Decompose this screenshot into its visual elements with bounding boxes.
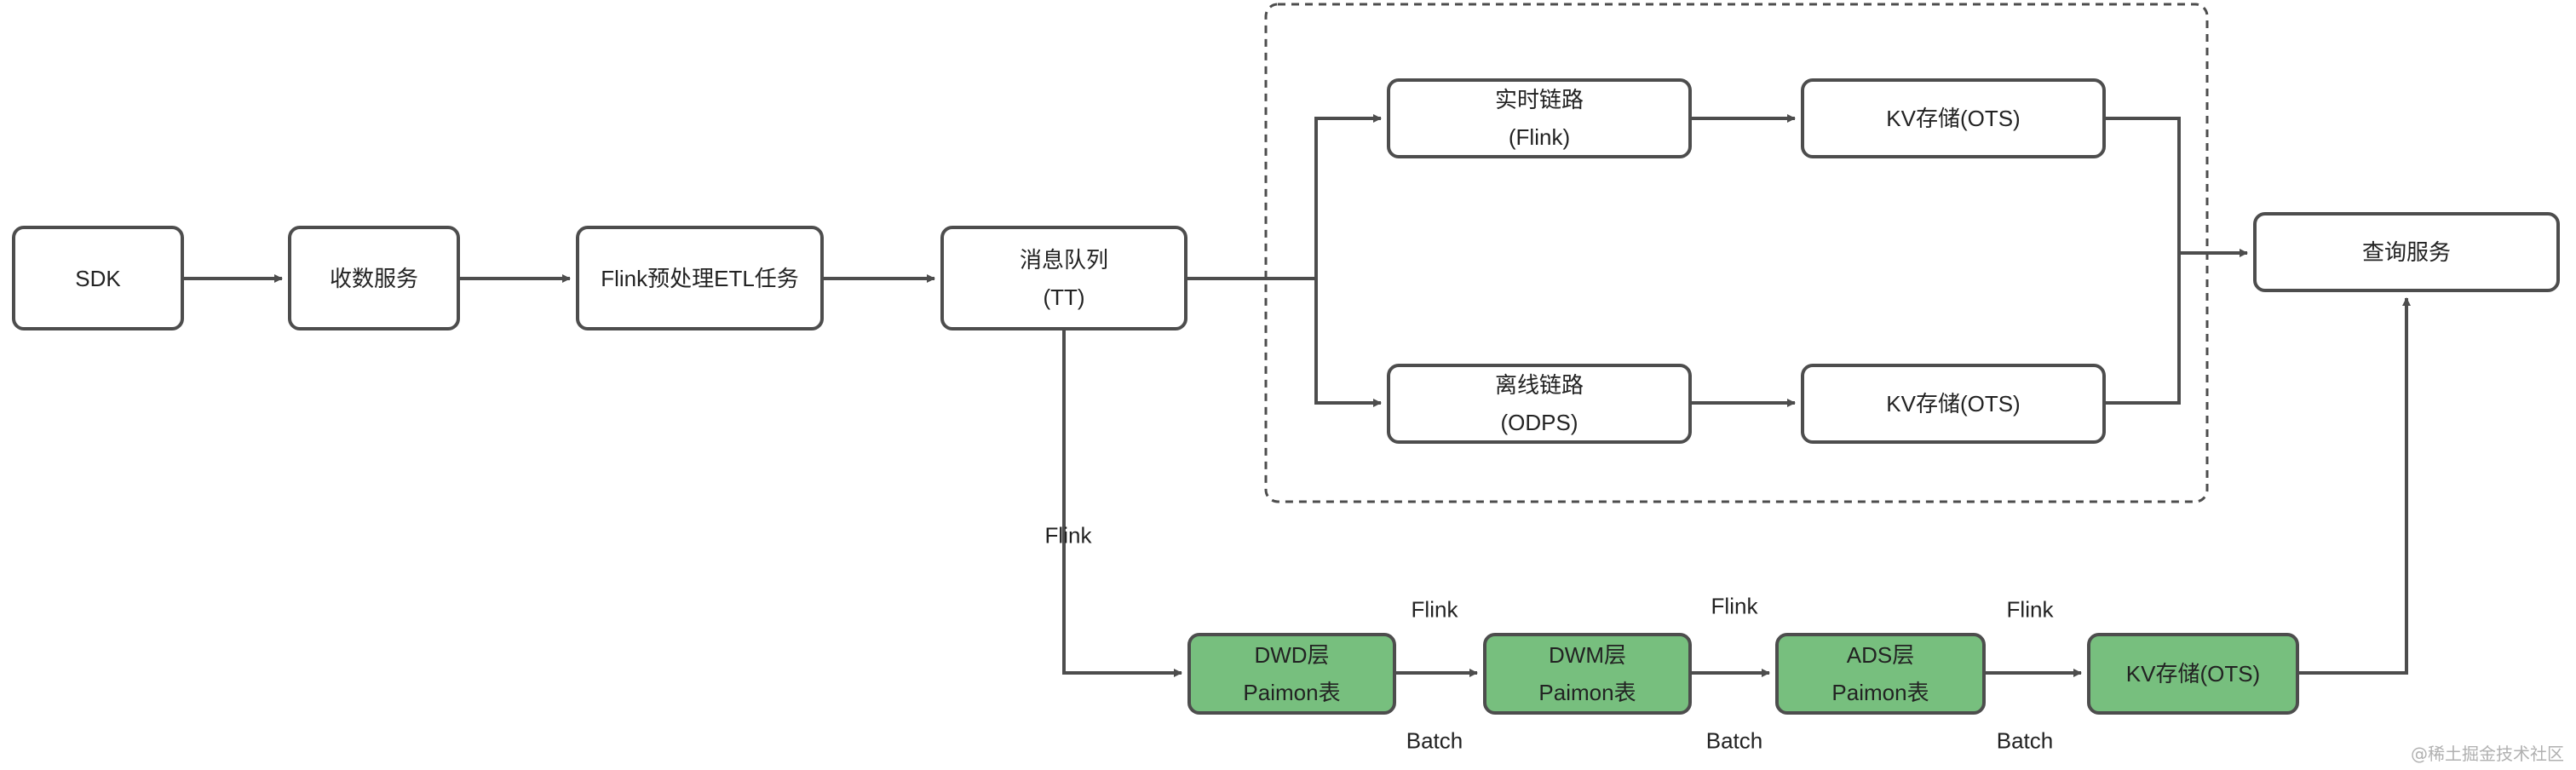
edge-label-mq-flink: Flink [1044,522,1092,549]
dwd-paimon-node: DWD层 Paimon表 [1187,633,1396,715]
dwm-paimon-node-label-0: DWM层 [1549,642,1626,668]
flink-etl-node: Flink预处理ETL任务 [576,226,824,330]
message-queue-node-label-1: (TT) [1043,284,1085,310]
kv-storage-offline-node: KV存储(OTS) [1801,364,2106,444]
edge-mq-realtime [1187,114,1382,280]
kv-storage-offline-node-label-0: KV存储(OTS) [1886,391,2021,417]
ads-paimon-node-label-1: Paimon表 [1831,680,1929,705]
edge-mq-dwd [1062,330,1182,677]
offline-pipeline-node-label-0: 离线链路 [1494,372,1584,398]
edge-kv-paimon-query [2299,297,2411,675]
offline-pipeline-node-label-1: (ODPS) [1500,410,1578,435]
edge-label-ads-flink: Flink [2006,596,2054,623]
query-service-node-label-0: 查询服务 [2361,239,2451,265]
flink-etl-node-label-0: Flink预处理ETL任务 [601,265,799,291]
edge-kv-rt-query [2106,117,2181,253]
ads-paimon-node: ADS层 Paimon表 [1775,633,1986,715]
dwd-paimon-node-label-1: Paimon表 [1243,680,1341,705]
edge-label-dwd-batch: Batch [1406,727,1463,754]
collect-service-node-label-0: 收数服务 [329,265,418,291]
sdk-node: SDK [12,226,184,330]
realtime-pipeline-node-label-1: (Flink) [1508,124,1571,150]
message-queue-node-label-0: 消息队列 [1019,246,1108,273]
edge-label-dwm-flink: Flink [1711,593,1758,619]
realtime-pipeline-node: 实时链路 (Flink) [1387,78,1692,158]
kv-storage-realtime-node-label-0: KV存储(OTS) [1886,106,2021,131]
message-queue-node: 消息队列 (TT) [940,226,1187,330]
kv-storage-paimon-node: KV存储(OTS) [2087,633,2299,715]
edge-label-dwd-flink: Flink [1411,596,1458,623]
dwm-paimon-node-label-1: Paimon表 [1538,680,1636,705]
edge-kv-off-query [2106,253,2181,405]
collect-service-node: 收数服务 [288,226,460,330]
edge-label-dwm-batch: Batch [1705,727,1763,754]
query-service-node: 查询服务 [2253,212,2560,292]
realtime-pipeline-node-label-0: 实时链路 [1494,87,1584,112]
kv-storage-realtime-node: KV存储(OTS) [1801,78,2106,158]
ads-paimon-node-label-0: ADS层 [1846,642,1915,668]
edge-mq-offline [1314,279,1382,407]
edge-label-ads-batch: Batch [1996,727,2054,754]
kv-storage-paimon-node-label-0: KV存储(OTS) [2125,661,2261,687]
offline-pipeline-node: 离线链路 (ODPS) [1387,364,1692,444]
dwd-paimon-node-label-0: DWD层 [1254,642,1330,668]
sdk-node-label-0: SDK [75,265,121,291]
watermark: @稀土掘金技术社区 [2411,744,2564,764]
dwm-paimon-node: DWM层 Paimon表 [1483,633,1692,715]
